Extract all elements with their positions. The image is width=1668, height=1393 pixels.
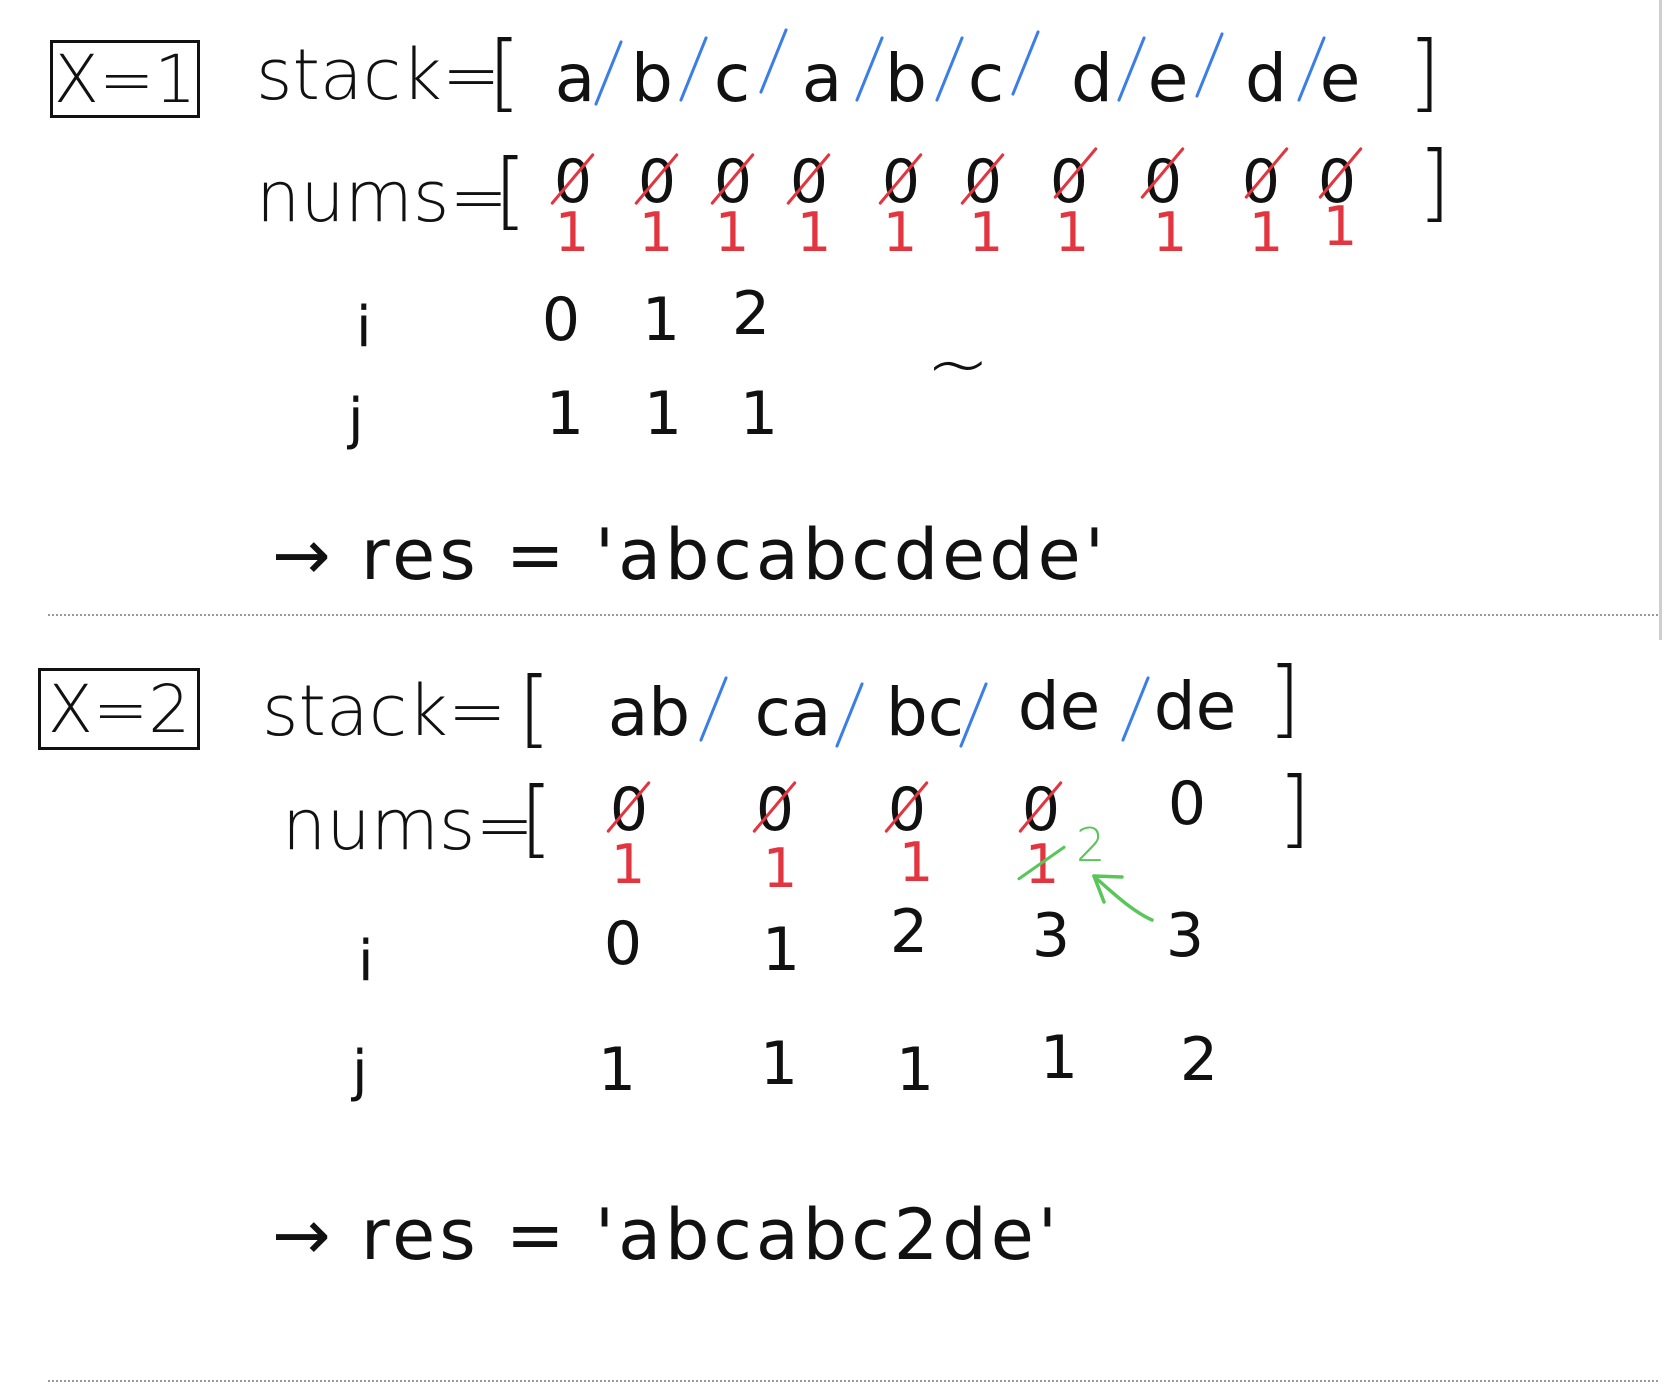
stack-token: e: [1147, 40, 1189, 117]
result-value-before: 'abcabc: [594, 1194, 894, 1276]
stack-token: bc: [885, 674, 965, 751]
nums-open-bracket: [: [494, 141, 527, 239]
j-value: 1: [643, 379, 683, 449]
stack-token: c: [713, 40, 751, 117]
stack-token: d: [1245, 40, 1287, 117]
stack-token: c: [967, 40, 1005, 117]
i-value: 1: [641, 285, 681, 355]
j-value: 1: [739, 379, 779, 449]
stack-token: de: [1153, 668, 1237, 745]
stack-open-bracket: [: [488, 23, 521, 121]
x-label: X=2: [47, 670, 191, 748]
result-highlight: 2: [881, 1194, 948, 1276]
nums-one: 1: [1152, 201, 1188, 264]
result-line: → res = 'abcabc2de': [272, 1194, 1061, 1276]
section-divider: [48, 614, 1658, 616]
nums-one: 1: [1322, 195, 1358, 258]
panel-x1: X=1 stack= [ a b c a b c d e d e ] nums=…: [0, 0, 1668, 610]
correction-arrow-icon: [1092, 874, 1154, 922]
nums-one: 1: [1248, 201, 1284, 264]
j-value: 1: [597, 1035, 637, 1105]
stack-token: ab: [607, 674, 691, 751]
i-label: i: [358, 929, 374, 994]
j-label: j: [352, 1039, 368, 1104]
nums-zero: 0: [1143, 147, 1183, 217]
i-value: 0: [541, 285, 581, 355]
j-label: j: [348, 387, 364, 452]
x-label-box: X=1: [50, 40, 200, 118]
nums-open-bracket: [: [520, 769, 553, 867]
panel-x2: X=2 stack= [ ab ca bc de de ] nums= [ 0 …: [0, 630, 1668, 1330]
nums-one: 1: [882, 201, 918, 264]
nums-zero: 0: [1167, 769, 1207, 839]
bottom-divider: [48, 1380, 1658, 1382]
stack-label: stack=: [256, 34, 501, 116]
stack-token: e: [1319, 40, 1361, 117]
i-value: 3: [1031, 901, 1071, 971]
stack-token: a: [801, 40, 843, 117]
j-value: 1: [759, 1029, 799, 1099]
nums-correction: 2: [1076, 818, 1106, 872]
i-label: i: [356, 295, 372, 360]
nums-one: 1: [638, 201, 674, 264]
stack-token: de: [1017, 668, 1101, 745]
i-value: 2: [731, 279, 771, 349]
nums-close-bracket: ]: [1278, 759, 1311, 857]
stack-separator: [1120, 675, 1151, 743]
nums-one: 1: [1024, 833, 1060, 896]
x-label: X=1: [53, 40, 197, 118]
nums-one: 1: [762, 837, 798, 900]
i-value: 3: [1165, 901, 1205, 971]
stack-token: d: [1071, 40, 1113, 117]
i-value: 0: [603, 909, 643, 979]
result-value-after: de': [942, 1194, 1062, 1276]
x-label-box: X=2: [38, 668, 200, 750]
j-value: 2: [1179, 1025, 1219, 1095]
nums-zero: 0: [755, 775, 795, 845]
nums-label: nums=: [282, 784, 535, 866]
nums-one: 1: [610, 833, 646, 896]
i-value: 1: [761, 915, 801, 985]
result-value: 'abcabcdede': [594, 514, 1108, 596]
j-value: 1: [1039, 1023, 1079, 1093]
stack-close-bracket: ]: [1268, 649, 1301, 747]
nums-one: 1: [898, 831, 934, 894]
stack-label: stack=: [262, 670, 507, 752]
j-value: 1: [545, 379, 585, 449]
result-prefix: → res =: [272, 514, 595, 596]
stack-token: a: [554, 40, 596, 117]
nums-one: 1: [968, 201, 1004, 264]
i-value: 2: [889, 897, 929, 967]
stack-close-bracket: ]: [1408, 23, 1441, 121]
stack-open-bracket: [: [518, 659, 551, 757]
nums-zero: 0: [1021, 775, 1061, 845]
stack-token: ca: [754, 674, 832, 751]
nums-label: nums=: [256, 156, 509, 238]
nums-one: 1: [1054, 201, 1090, 264]
tilde-mark: ~: [926, 319, 990, 408]
nums-one: 1: [796, 201, 832, 264]
nums-one: 1: [714, 201, 750, 264]
scrollbar[interactable]: [1659, 0, 1662, 640]
stack-token: b: [631, 40, 673, 117]
stack-separator: [834, 681, 865, 749]
result-prefix: → res =: [272, 1194, 595, 1276]
result-line: → res = 'abcabcdede': [272, 520, 1108, 590]
nums-close-bracket: ]: [1418, 133, 1451, 231]
stack-token: b: [885, 40, 927, 117]
nums-one: 1: [554, 201, 590, 264]
stack-separator: [698, 675, 729, 743]
nums-zero: 0: [609, 775, 649, 845]
j-value: 1: [895, 1035, 935, 1105]
